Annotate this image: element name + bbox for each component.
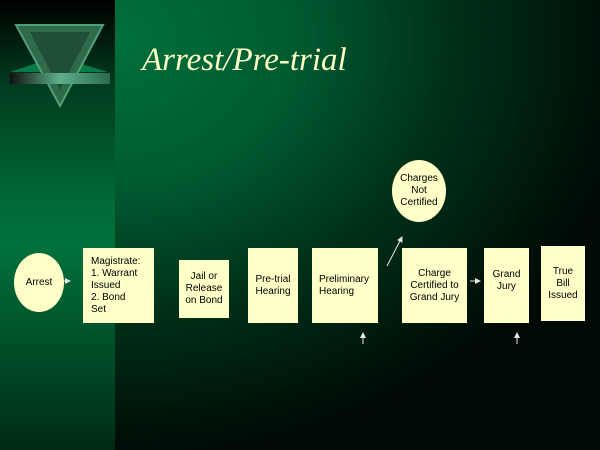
node-pretrial-hearing: Pre-trial Hearing (248, 248, 298, 323)
node-grand-jury: Grand Jury (484, 248, 529, 323)
node-preliminary-hearing: Preliminary Hearing (312, 248, 378, 323)
arrow (386, 236, 403, 267)
node-arrest: Arrest (14, 253, 64, 312)
node-magistrate: Magistrate: 1. Warrant Issued 2. Bond Se… (83, 248, 154, 323)
triangle-logo-icon (10, 24, 110, 109)
node-charge-certified: Charge Certified to Grand Jury (402, 248, 467, 323)
node-charges-not-certified: Charges Not Certified (392, 160, 446, 222)
node-true-bill: True Bill Issued (541, 246, 585, 321)
node-jail-or-release: Jail or Release on Bond (179, 260, 229, 318)
slide-title: Arrest/Pre-trial (142, 42, 347, 78)
